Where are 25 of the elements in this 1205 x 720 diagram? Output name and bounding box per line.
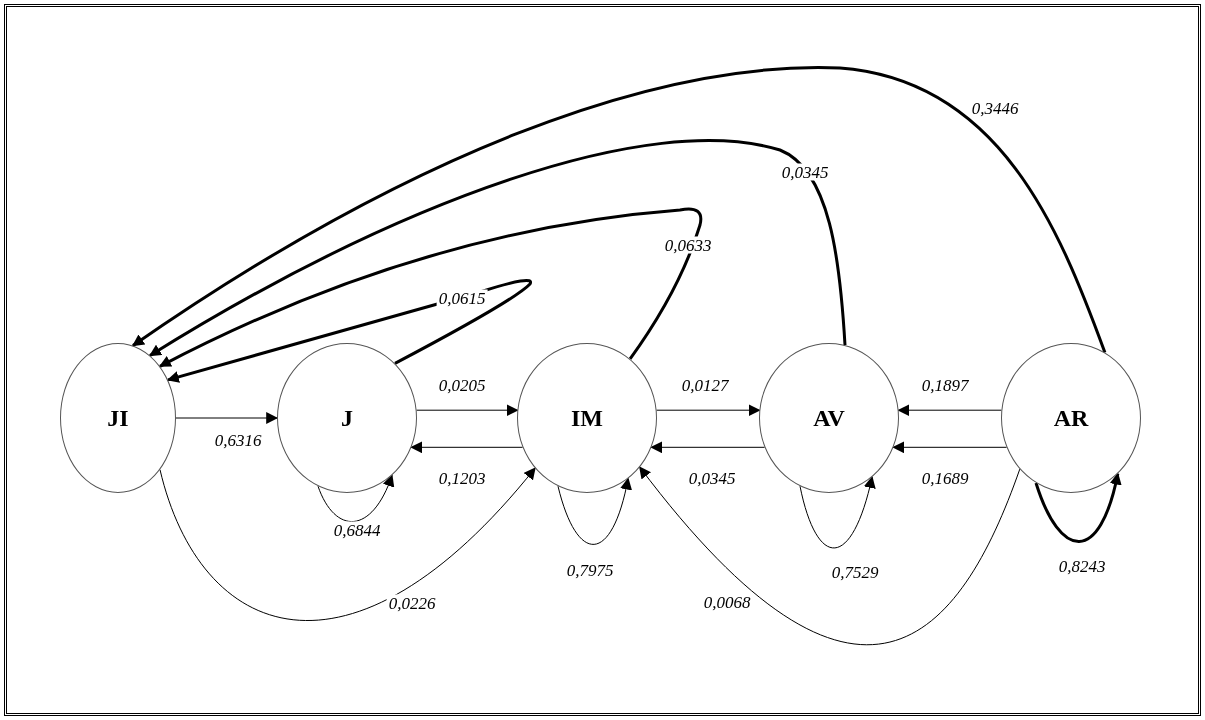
- arrow: [175, 412, 279, 424]
- arrow: [166, 278, 532, 383]
- arrow: [557, 477, 632, 545]
- state-label: JI: [107, 404, 129, 433]
- arrow: [132, 66, 1107, 353]
- arrow: [410, 441, 524, 454]
- arrow: [799, 475, 876, 549]
- edge-label: 0,0345: [779, 163, 831, 181]
- arrow: [897, 404, 1002, 417]
- state-label: J: [341, 404, 353, 433]
- edge-label: 0,0615: [436, 289, 488, 307]
- state-label: IM: [571, 404, 603, 433]
- arrow: [158, 207, 702, 368]
- state-label: AR: [1053, 404, 1089, 433]
- arrow: [892, 441, 1008, 454]
- arrow: [148, 139, 847, 357]
- state-label: AV: [813, 404, 845, 433]
- arrow: [650, 441, 766, 454]
- arrow: [159, 467, 536, 621]
- edge-label: 0,0226: [386, 594, 438, 612]
- arrow: [639, 466, 1021, 645]
- arrow: [656, 404, 761, 417]
- arrow: [416, 404, 519, 417]
- edge-label: 0,0633: [662, 236, 714, 254]
- edge-label: 0,6844: [331, 521, 383, 539]
